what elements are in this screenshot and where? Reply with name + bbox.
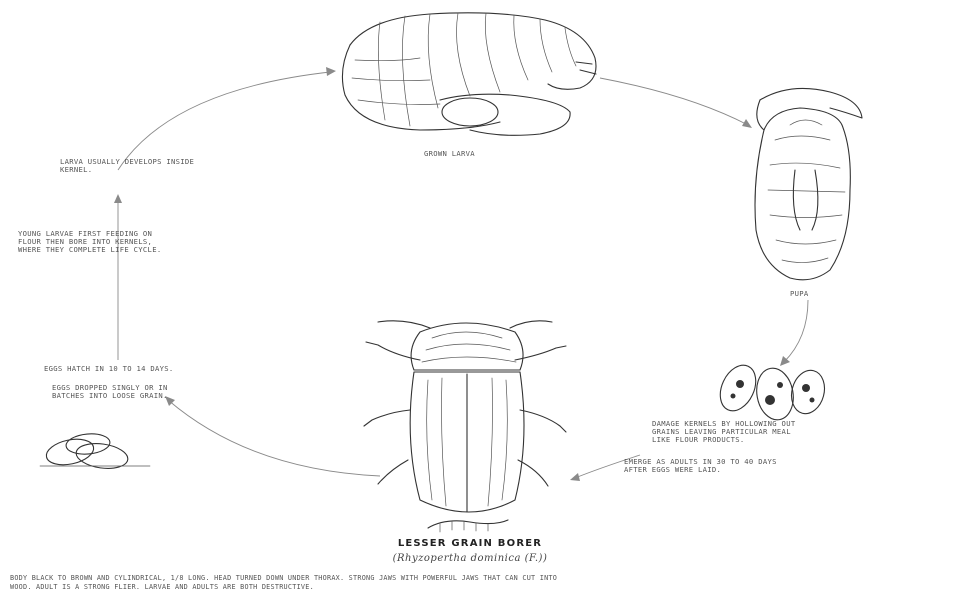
arrow-head-side-to-larva xyxy=(326,67,336,76)
adult-beetle-illustration xyxy=(364,321,566,512)
arrow-side-to-larva xyxy=(118,72,330,170)
adult-title: LESSER GRAIN BORER xyxy=(380,538,560,549)
arrow-head-larva-to-pupa xyxy=(742,119,752,128)
larva-label: GROWN LARVA xyxy=(424,150,475,158)
arrow-adult-to-eggs xyxy=(168,400,380,476)
grown-larva-illustration xyxy=(342,13,596,135)
arrow-larva-to-pupa xyxy=(600,78,748,125)
annotation-damage: DAMAGE KERNELS BY HOLLOWING OUT GRAINS L… xyxy=(652,420,922,444)
small-larva-illustration xyxy=(428,520,508,532)
pupa-illustration xyxy=(755,88,862,279)
annotation-larva-develops: LARVA USUALLY DEVELOPS INSIDE KERNEL. xyxy=(60,158,290,174)
arrow-head-kernels-to-adult xyxy=(570,473,580,481)
description-footer: BODY BLACK TO BROWN AND CYLINDRICAL, 1/8… xyxy=(10,574,960,592)
adult-scientific-name: (Rhyzopertha dominica (F.)) xyxy=(360,553,580,564)
annotation-eggs-dropped: EGGS DROPPED SINGLY OR IN BATCHES INTO L… xyxy=(52,384,262,400)
eggs-illustration xyxy=(40,432,150,471)
annotation-eggs-hatch: EGGS HATCH IN 10 TO 14 DAYS. xyxy=(44,365,244,373)
pupa-label: PUPA xyxy=(790,290,809,298)
annotation-emerge: EMERGE AS ADULTS IN 30 TO 40 DAYS AFTER … xyxy=(624,458,874,474)
arrow-pupa-to-kernels xyxy=(784,300,808,362)
damaged-kernels-illustration xyxy=(713,359,829,422)
arrow-head-eggs-to-larvae xyxy=(114,194,122,203)
annotation-young-larvae: YOUNG LARVAE FIRST FEEDING ON FLOUR THEN… xyxy=(18,230,278,254)
